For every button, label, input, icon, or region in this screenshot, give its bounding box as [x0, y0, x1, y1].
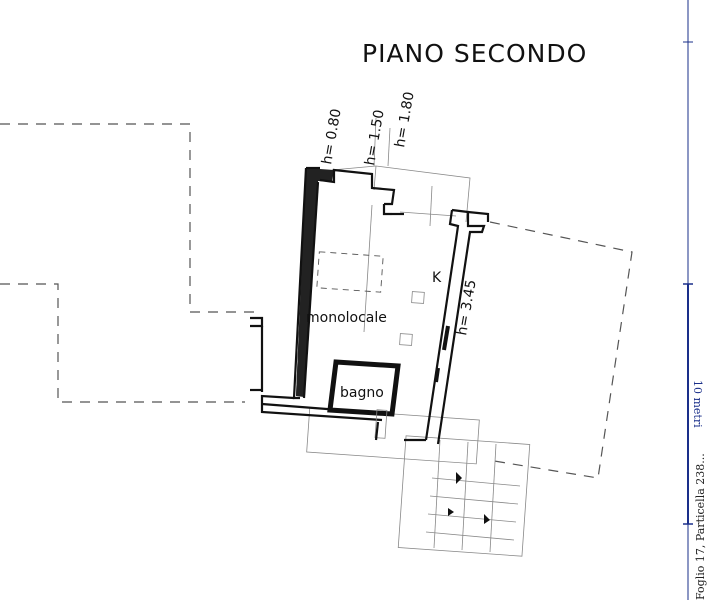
apartment-walls	[250, 166, 490, 445]
plan-title: PIANO SECONDO	[362, 39, 587, 68]
room-label-bagno: bagno	[340, 385, 384, 401]
height-label-180: h= 1.80	[392, 91, 418, 149]
height-label-345: h= 3.45	[454, 279, 480, 337]
bathroom	[327, 359, 401, 441]
construction-lines	[306, 117, 531, 557]
stair-arrows	[448, 472, 490, 524]
room-label-kitchen: K	[432, 270, 442, 286]
room-label-monolocale: monolocale	[306, 310, 387, 326]
height-label-150: h= 1.50	[362, 109, 388, 167]
scale-bar: 10 metri	[683, 0, 704, 600]
adjacent-outlines	[0, 123, 633, 479]
height-label-080: h= 0.80	[319, 108, 345, 166]
scale-label: 10 metri	[691, 380, 704, 428]
side-note: Foglio 17, Particella 238...	[694, 453, 707, 600]
